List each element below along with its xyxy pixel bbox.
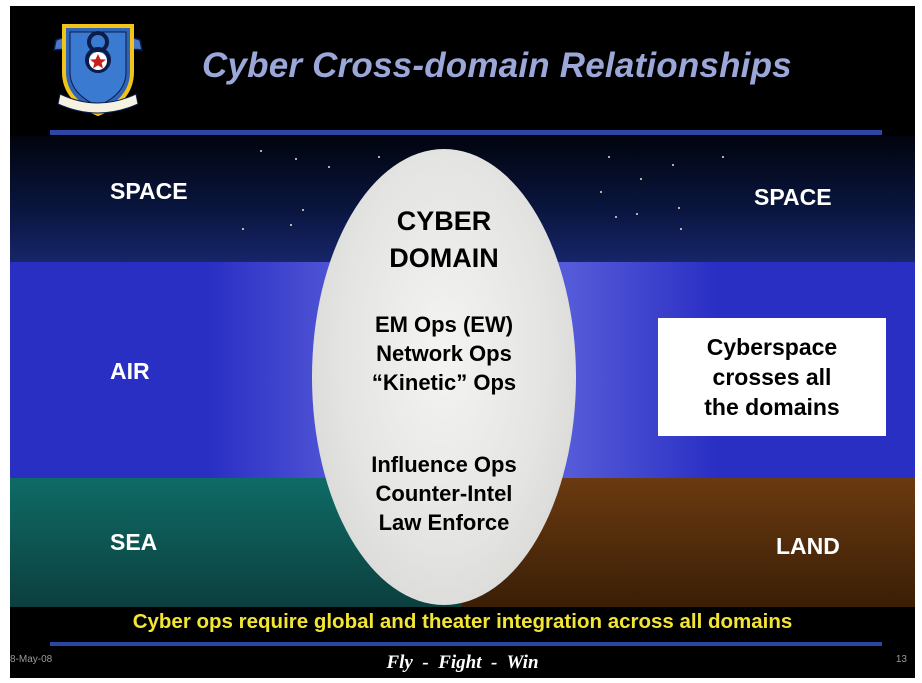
star-icon — [680, 228, 682, 230]
star-icon — [608, 156, 610, 158]
star-icon — [242, 228, 244, 230]
star-icon — [600, 191, 602, 193]
star-icon — [328, 166, 330, 168]
land-label: LAND — [776, 533, 840, 559]
cyberspace-callout: Cyberspace crosses all the domains — [658, 318, 886, 436]
star-icon — [378, 156, 380, 158]
callout-line: Cyberspace — [706, 334, 838, 360]
header-divider — [50, 130, 882, 135]
star-icon — [640, 178, 642, 180]
space-right-label: SPACE — [754, 184, 832, 210]
cyber-title-line1: CYBER — [396, 206, 492, 236]
slide-title: Cyber Cross-domain Relationships — [202, 46, 792, 85]
star-icon — [290, 224, 292, 226]
slide-header: Cyber Cross-domain Relationships — [10, 6, 915, 131]
star-icon — [260, 150, 262, 152]
cyber-domain-ellipse — [312, 149, 576, 605]
star-icon — [722, 156, 724, 158]
sea-label: SEA — [110, 529, 158, 555]
space-left-label: SPACE — [110, 178, 188, 204]
air-label: AIR — [110, 358, 150, 384]
star-icon — [302, 209, 304, 211]
cyber-title-line2: DOMAIN — [389, 243, 499, 273]
integration-banner: Cyber ops require global and theater int… — [132, 610, 793, 633]
star-icon — [615, 216, 617, 218]
motto: Fly - Fight - Win — [386, 652, 539, 673]
cyber-op-item: Law Enforce — [378, 510, 510, 535]
star-icon — [678, 207, 680, 209]
cyber-op-item: Influence Ops — [371, 452, 517, 477]
page-number: 13 — [895, 654, 907, 665]
callout-line: crosses all — [712, 364, 832, 390]
star-icon — [636, 213, 638, 215]
star-icon — [295, 158, 297, 160]
eighth-air-force-shield-icon — [53, 24, 143, 117]
callout-line: the domains — [704, 394, 840, 420]
slide: Cyber Cross-domain Relationships SPACE S… — [10, 6, 915, 678]
footer-divider — [50, 642, 882, 646]
star-icon — [672, 164, 674, 166]
cyber-op-item: Counter-Intel — [375, 481, 513, 506]
cyber-op-item: EM Ops (EW) — [374, 312, 514, 337]
cyber-op-item: Network Ops — [376, 341, 512, 366]
slide-date: 8-May-08 — [10, 654, 53, 665]
cyber-op-item: “Kinetic” Ops — [371, 370, 517, 395]
